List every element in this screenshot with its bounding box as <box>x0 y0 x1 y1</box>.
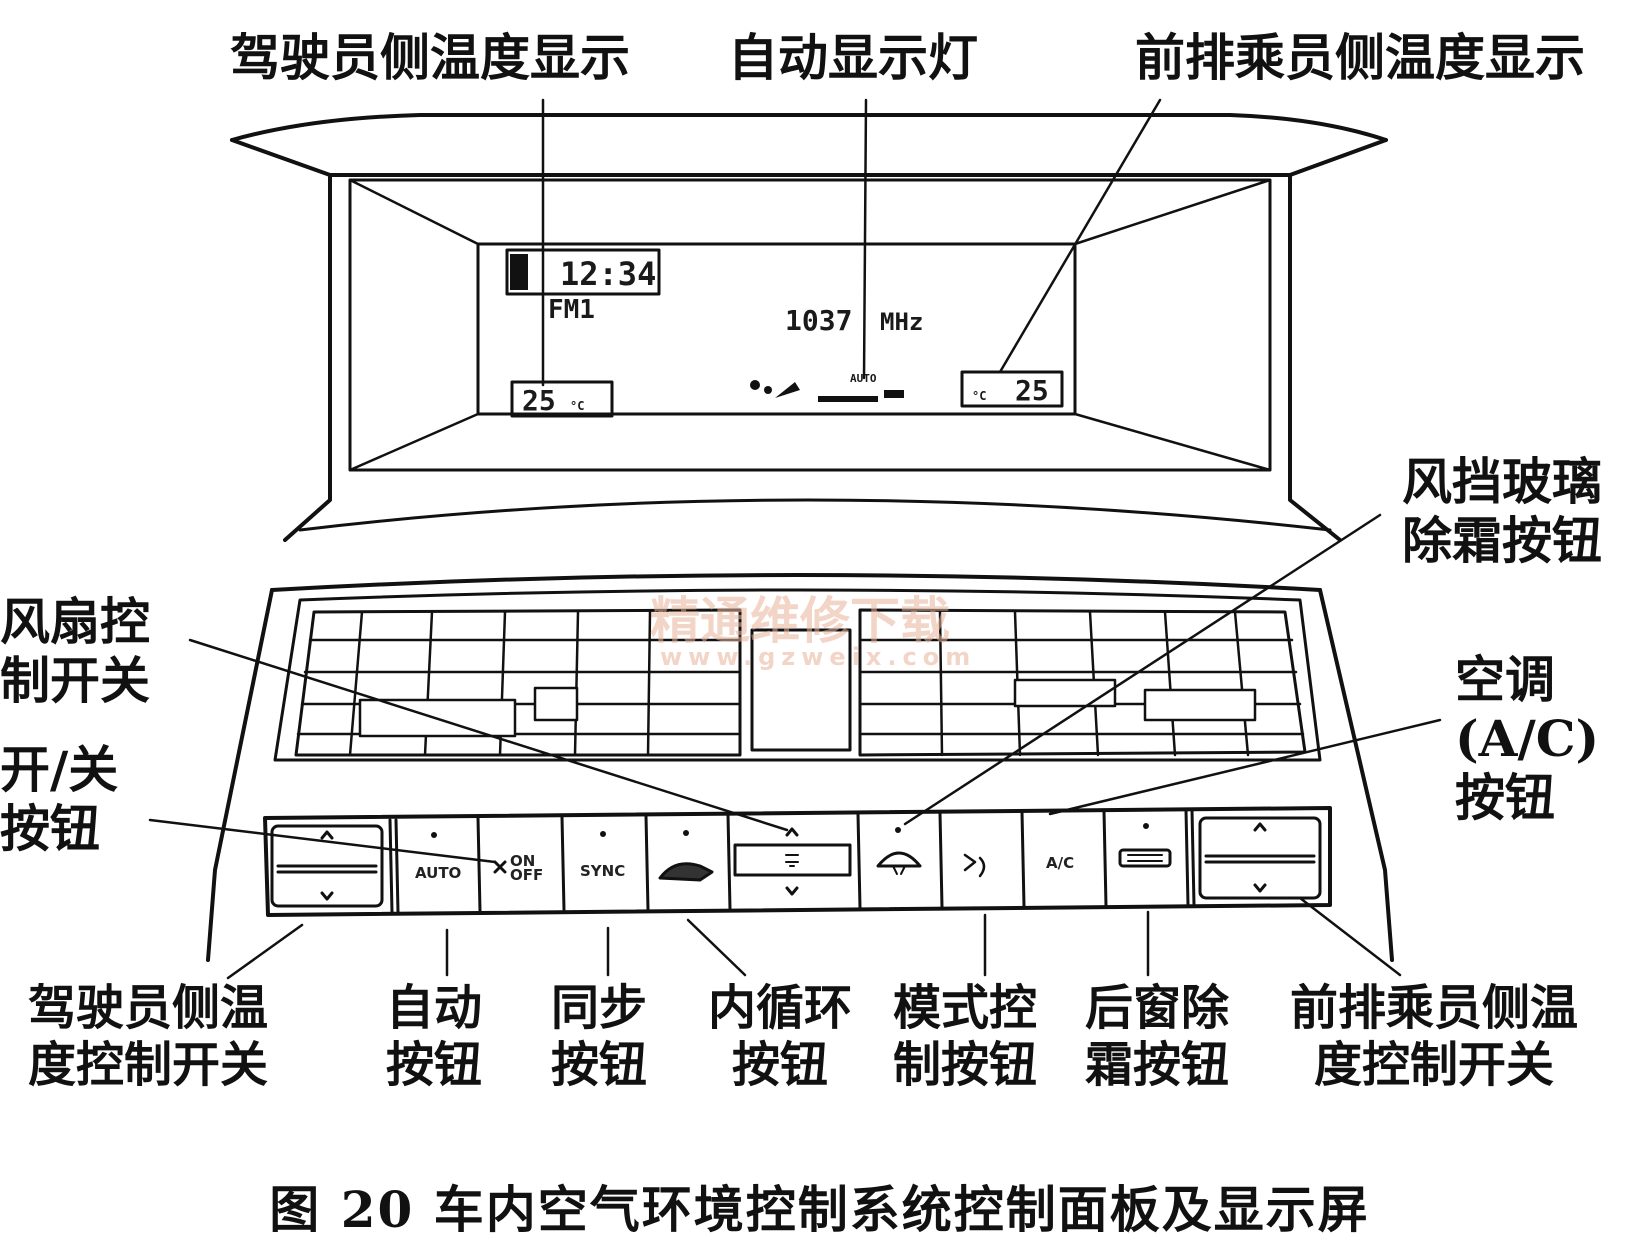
label-line: 同步 <box>551 980 648 1036</box>
label-line: 度控制开关 <box>28 1036 269 1093</box>
label-line: 按钮 <box>732 1036 829 1093</box>
leader-lines <box>148 98 1442 980</box>
label-windshield-defrost: 风挡玻璃 除霜按钮 <box>1402 452 1602 570</box>
label-mode-button: 模式控 制按钮 <box>893 980 1037 1093</box>
fan-up-arrow-icon <box>785 827 799 837</box>
label-driver-temp-control: 驾驶员侧温 度控制开关 <box>28 980 268 1093</box>
down-arrow-icon <box>320 891 334 901</box>
up-arrow-icon <box>320 830 334 840</box>
watermark: 精通维修下载 www.gzweix.com <box>650 592 976 671</box>
sync-indicator-dot <box>600 831 606 837</box>
lcd-driver-temp-unit: °C <box>570 399 584 413</box>
lcd-passenger-temp-unit: °C <box>972 389 986 403</box>
passenger-temp-frame <box>960 370 1064 408</box>
lcd-contents: 12:34 FM1 1037 MHz 25 °C °C 25 AUTO <box>505 248 1064 418</box>
label-line: 风挡玻璃 <box>1402 452 1602 511</box>
leader-passenger-temp-display <box>998 98 1162 374</box>
auto-button-label: AUTO <box>415 864 461 882</box>
label-on-off: 开/关 按钮 <box>0 740 118 858</box>
label-line: 风扇控 <box>0 592 150 651</box>
figure-caption: 图 20 车内空气环境控制系统控制面板及显示屏 <box>269 1180 1370 1239</box>
label-line: 按钮 <box>0 799 100 858</box>
lcd-freq-unit: MHz <box>880 308 923 336</box>
up-arrow-icon <box>1253 822 1267 832</box>
leader-passenger-temp-control <box>1298 896 1402 977</box>
label-ac-button: 空调 (A/C) 按钮 <box>1455 650 1599 827</box>
fan-icon <box>785 854 799 867</box>
driver-temp-rocker[interactable] <box>270 824 384 908</box>
label-line: 制按钮 <box>893 1036 1038 1093</box>
label-line: 按钮 <box>1455 768 1555 827</box>
passenger-temp-rocker[interactable] <box>1198 816 1322 900</box>
fan-rocker[interactable] <box>733 827 852 896</box>
watermark-line2: www.gzweix.com <box>660 643 976 671</box>
label-line: 模式控 <box>893 980 1038 1036</box>
label-fan-control: 风扇控 制开关 <box>0 592 150 710</box>
leader-fan-control <box>188 638 789 832</box>
label-line: 按钮 <box>551 1036 648 1093</box>
label-line: 驾驶员侧温 <box>28 980 269 1036</box>
clock-frame <box>505 248 661 296</box>
label-line: 制开关 <box>0 651 150 710</box>
mode-icon <box>963 853 986 878</box>
rear-defrost-icon <box>1118 848 1172 868</box>
label-line: 按钮 <box>386 1036 483 1093</box>
label-line: 自动 <box>386 980 483 1036</box>
sync-button-label: SYNC <box>580 862 625 880</box>
onoff-off-label: OFF <box>510 866 543 884</box>
down-arrow-icon <box>1253 883 1267 893</box>
label-line: 霜按钮 <box>1085 1036 1230 1093</box>
ac-button-label: A/C <box>1046 854 1074 872</box>
label-passenger-temp-control: 前排乘员侧温 度控制开关 <box>1290 980 1578 1093</box>
label-auto-button: 自动 按钮 <box>386 980 482 1093</box>
label-line: 内循环 <box>708 980 853 1036</box>
lcd-airflow-icon <box>750 380 904 402</box>
lcd-frequency: 1037 <box>785 304 852 337</box>
watermark-line1: 精通维修下载 <box>650 592 950 650</box>
label-line: 空调 <box>1455 650 1555 709</box>
label-driver-temp-display: 驾驶员侧温度显示 <box>230 28 630 87</box>
lcd-clock: 12:34 <box>560 255 656 293</box>
fan-power-icon <box>493 860 507 874</box>
leader-recirc-button <box>686 918 747 977</box>
lcd-driver-temp: 25 <box>522 384 556 417</box>
auto-indicator-dot <box>431 832 437 838</box>
label-recirc-button: 内循环 按钮 <box>708 980 852 1093</box>
leader-auto-indicator <box>862 98 868 380</box>
recirculation-icon <box>658 862 714 882</box>
rear-defrost-indicator-dot <box>1143 823 1149 829</box>
lcd-screen <box>476 242 1077 416</box>
label-sync-button: 同步 按钮 <box>551 980 647 1093</box>
clock-mark-icon <box>510 254 528 290</box>
label-line: 前排乘员侧温 <box>1290 980 1579 1036</box>
driver-temp-frame <box>510 380 614 418</box>
label-line: 除霜按钮 <box>1402 511 1602 570</box>
label-line: 度控制开关 <box>1314 1036 1555 1093</box>
windshield-defrost-icon <box>876 851 922 868</box>
lcd-band: FM1 <box>548 295 595 325</box>
label-line: 后窗除 <box>1085 980 1230 1036</box>
display-housing <box>230 113 1388 542</box>
control-strip <box>263 806 1332 917</box>
leader-on-off <box>148 818 497 864</box>
leader-windshield-defrost <box>903 513 1382 826</box>
left-vent <box>294 608 742 757</box>
defrost-indicator-dot <box>895 827 901 833</box>
lcd-passenger-temp: 25 <box>1015 374 1049 407</box>
leader-driver-temp-control <box>226 923 304 980</box>
leader-ac-button <box>1048 718 1442 816</box>
center-vent <box>750 628 852 752</box>
recirc-indicator-dot <box>683 830 689 836</box>
label-line: (A/C) <box>1455 709 1600 768</box>
onoff-on-label: ON <box>510 852 535 870</box>
label-passenger-temp-display: 前排乘员侧温度显示 <box>1135 28 1585 87</box>
button-faces: AUTO ON OFF SYNC A/C <box>415 823 1172 884</box>
label-line: 开/关 <box>0 740 119 799</box>
label-auto-indicator: 自动显示灯 <box>728 28 978 87</box>
fan-down-arrow-icon <box>785 886 799 896</box>
vent-grille <box>296 610 1305 757</box>
label-rear-defrost: 后窗除 霜按钮 <box>1085 980 1229 1093</box>
